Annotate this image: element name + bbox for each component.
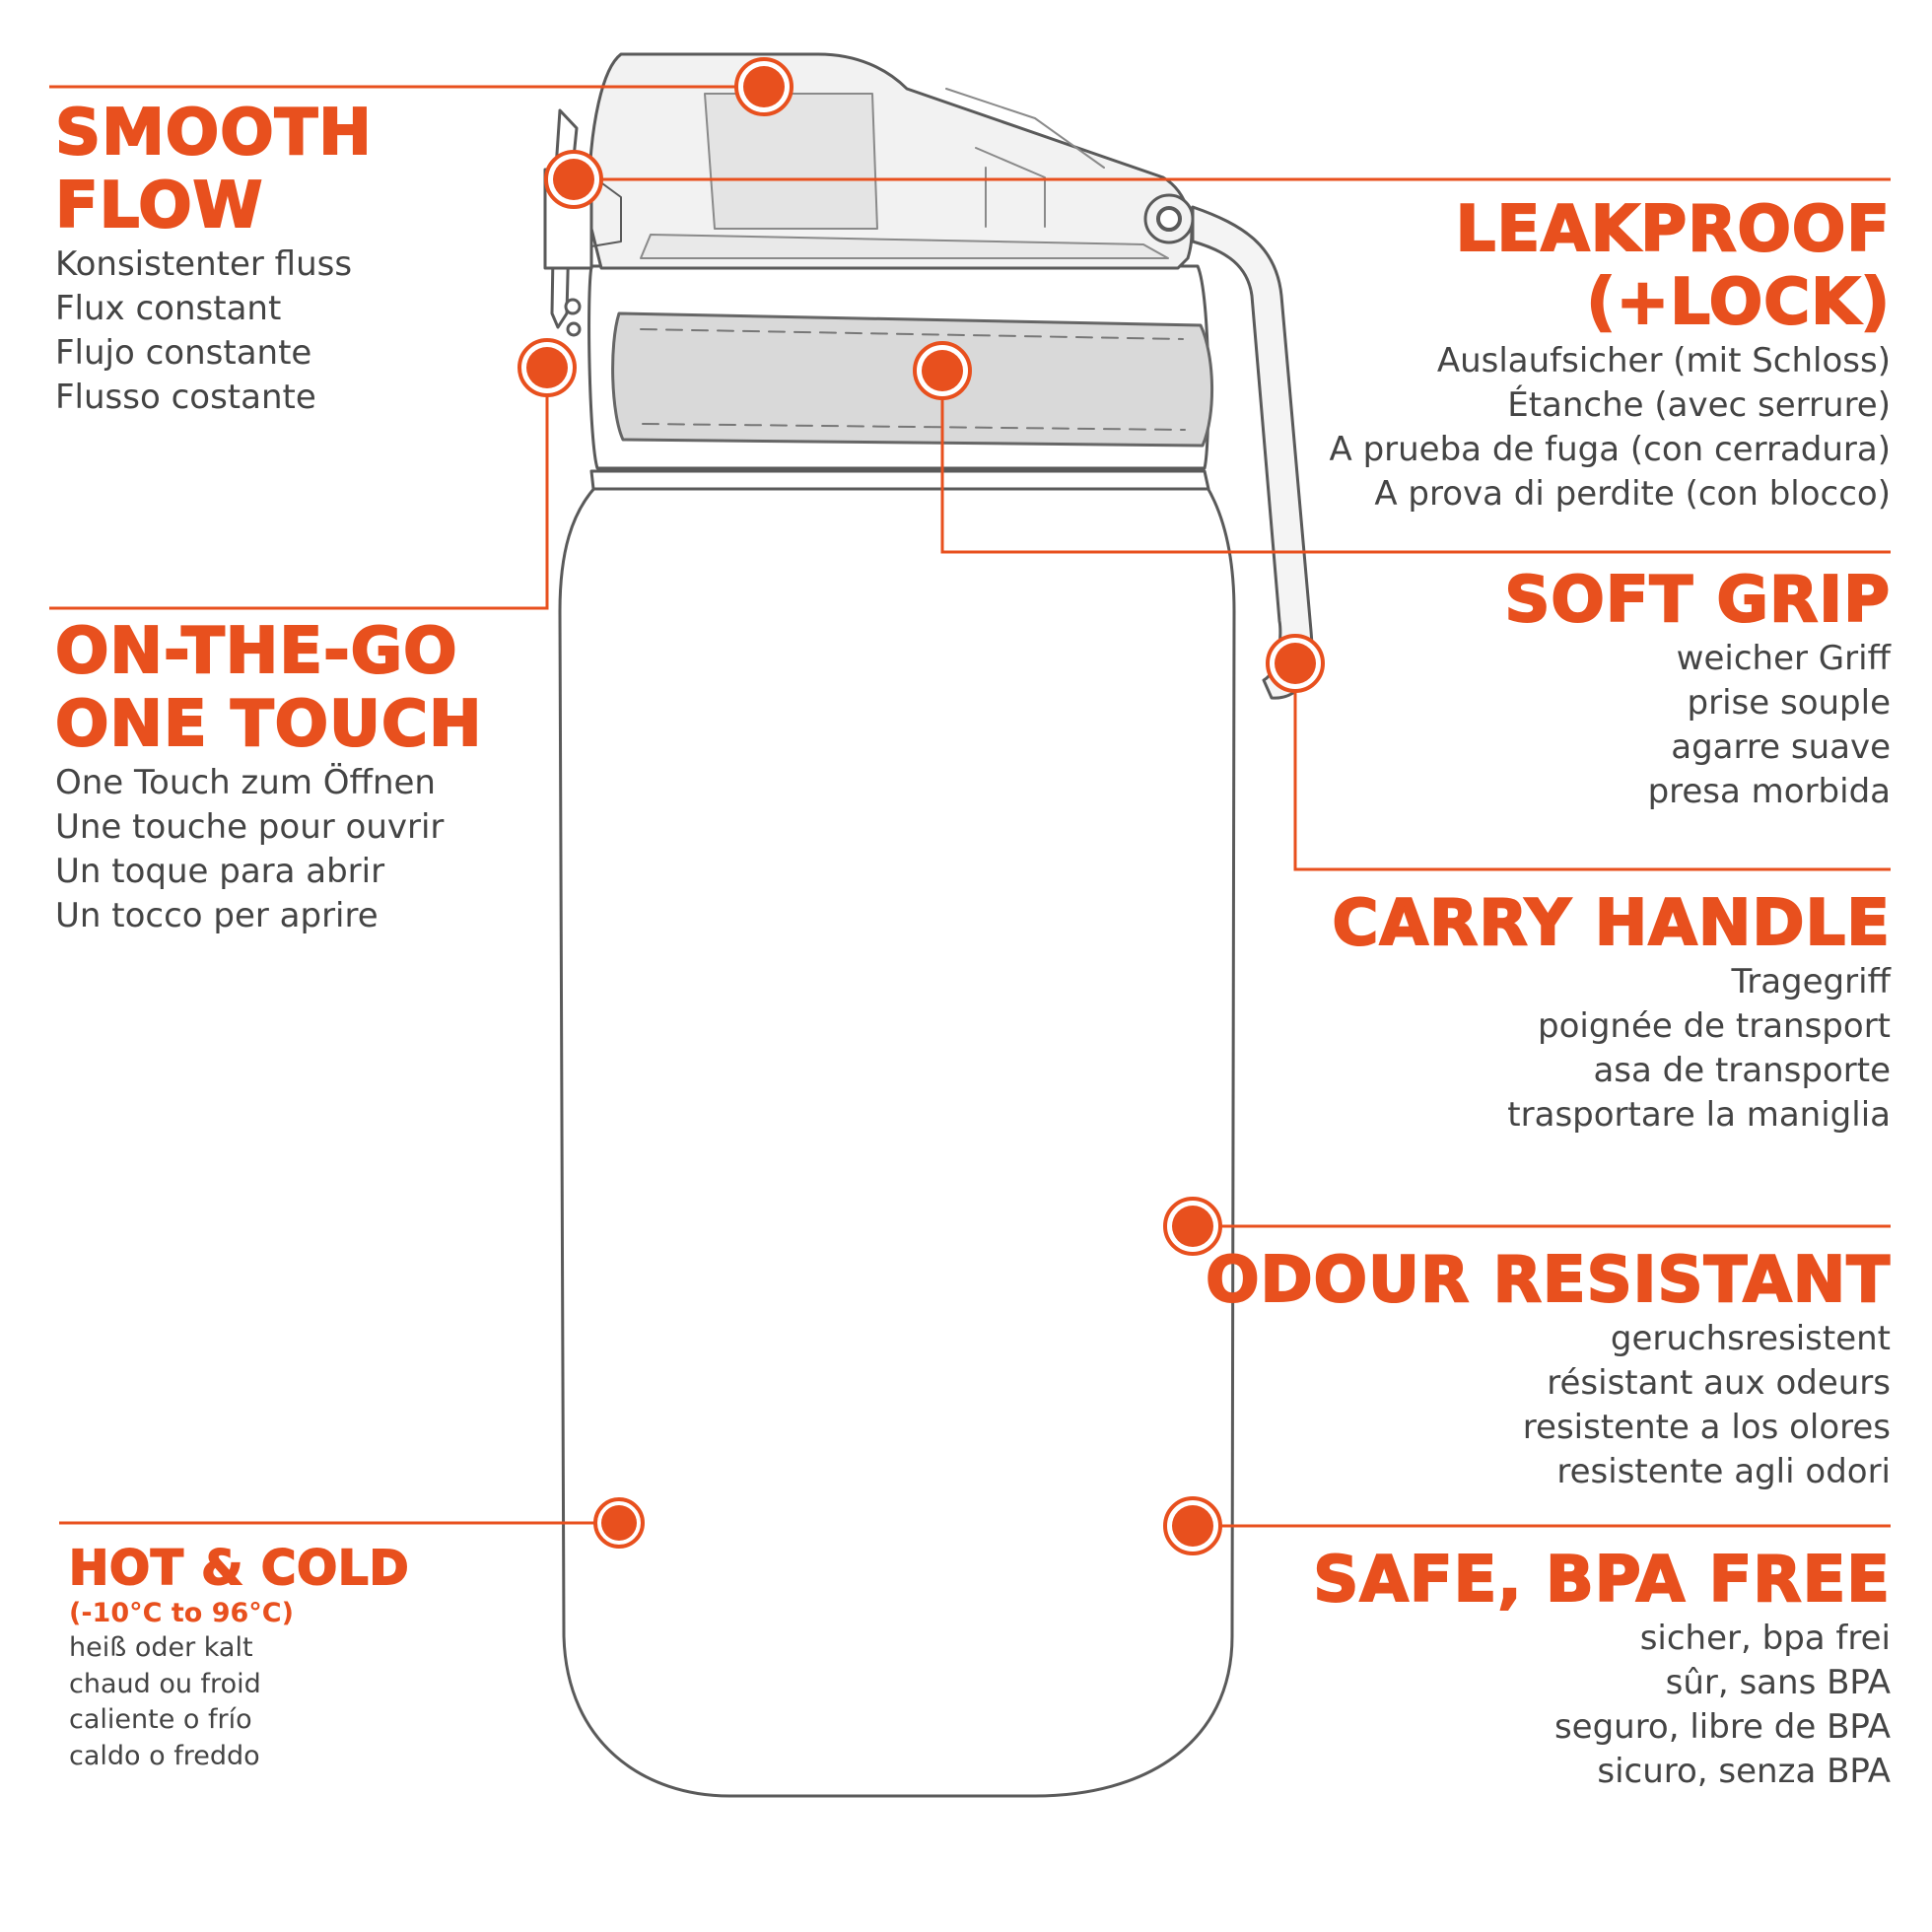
feature-odour-resistant: ODOUR RESISTANT geruchsresistent résista… bbox=[1205, 1243, 1891, 1494]
feature-title: ON-THE-GO bbox=[54, 614, 458, 689]
feature-translations: geruchsresistent résistant aux odeurs re… bbox=[1522, 1319, 1891, 1491]
marker-leakproof bbox=[544, 150, 603, 209]
feature-title: ONE TOUCH bbox=[54, 687, 483, 762]
leader-carry-handle bbox=[1293, 663, 1891, 871]
callout-markers bbox=[518, 57, 1325, 1555]
feature-title: LEAKPROOF bbox=[1455, 192, 1891, 267]
leader-lines bbox=[49, 85, 1891, 1528]
marker-carry-handle bbox=[1266, 634, 1325, 693]
feature-title: SOFT GRIP bbox=[1503, 563, 1891, 638]
bottle-illustration bbox=[543, 52, 1314, 1798]
marker-on-the-go bbox=[518, 338, 577, 397]
marker-safe-bpa-free bbox=[1163, 1496, 1222, 1555]
feature-leakproof: LEAKPROOF (+LOCK) Auslaufsicher (mit Sch… bbox=[1329, 192, 1892, 517]
marker-hot-cold bbox=[593, 1497, 645, 1549]
carry-handle bbox=[1191, 205, 1314, 700]
feature-translations: weicher Griff prise souple agarre suave … bbox=[1647, 639, 1891, 811]
feature-translations: Konsistenter fluss Flux constant Flujo c… bbox=[55, 244, 353, 417]
grip-band bbox=[611, 311, 1213, 448]
feature-title: ODOUR RESISTANT bbox=[1205, 1243, 1891, 1318]
feature-title: FLOW bbox=[54, 169, 264, 243]
marker-soft-grip bbox=[913, 341, 972, 400]
feature-title: SAFE, BPA FREE bbox=[1312, 1543, 1891, 1618]
neck-rim bbox=[589, 469, 1210, 491]
feature-title: HOT & COLD bbox=[68, 1540, 410, 1597]
feature-smooth-flow: SMOOTH FLOW Konsistenter fluss Flux cons… bbox=[54, 96, 373, 420]
bottle-body bbox=[558, 484, 1236, 1798]
feature-translations: heiß oder kalt chaud ou froid caliente o… bbox=[69, 1632, 261, 1771]
feature-title: SMOOTH bbox=[54, 96, 373, 171]
feature-translations: Auslaufsicher (mit Schloss) Étanche (ave… bbox=[1329, 341, 1892, 514]
temperature-range: (-10°C to 96°C) bbox=[69, 1598, 294, 1628]
feature-soft-grip: SOFT GRIP weicher Griff prise souple aga… bbox=[1503, 563, 1891, 814]
feature-translations: One Touch zum Öffnen Une touche pour ouv… bbox=[55, 763, 445, 935]
feature-safe-bpa-free: SAFE, BPA FREE sicher, bpa frei sûr, san… bbox=[1312, 1543, 1891, 1794]
marker-smooth-flow bbox=[734, 57, 794, 116]
leader-on-the-go bbox=[49, 368, 549, 610]
feature-title: CARRY HANDLE bbox=[1332, 886, 1891, 961]
feature-translations: sicher, bpa frei sûr, sans BPA seguro, l… bbox=[1553, 1619, 1891, 1791]
marker-odour-resistant bbox=[1163, 1197, 1222, 1256]
feature-on-the-go: ON-THE-GO ONE TOUCH One Touch zum Öffnen… bbox=[54, 614, 483, 938]
leader-soft-grip bbox=[940, 371, 1891, 554]
feature-title: (+LOCK) bbox=[1585, 265, 1891, 340]
feature-carry-handle: CARRY HANDLE Tragegriff poignée de trans… bbox=[1332, 886, 1891, 1138]
feature-hot-cold: HOT & COLD (-10°C to 96°C) heiß oder kal… bbox=[68, 1540, 410, 1774]
feature-translations: Tragegriff poignée de transport asa de t… bbox=[1507, 962, 1891, 1135]
